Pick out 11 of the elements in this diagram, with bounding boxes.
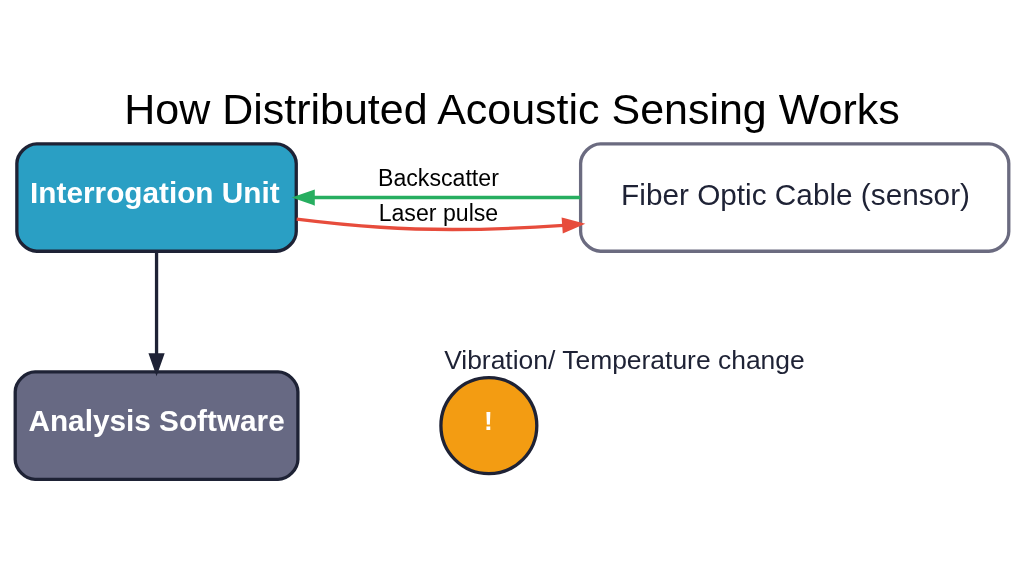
arrow — [148, 250, 165, 376]
node-box: Fiber Optic Cable (sensor) — [578, 141, 1011, 253]
arrow — [291, 188, 581, 206]
edge-label: Backscatter — [378, 164, 499, 191]
diagram-title: How Distributed Acoustic Sensing Works — [124, 84, 900, 133]
arrow — [296, 216, 586, 234]
node-box: Analysis Software — [13, 369, 300, 481]
edge-label: Laser pulse — [378, 199, 499, 226]
node-label: Vibration/ Temperature change — [444, 344, 805, 375]
node-circle: ! — [439, 375, 539, 475]
node-box: Interrogation Unit — [15, 141, 298, 253]
